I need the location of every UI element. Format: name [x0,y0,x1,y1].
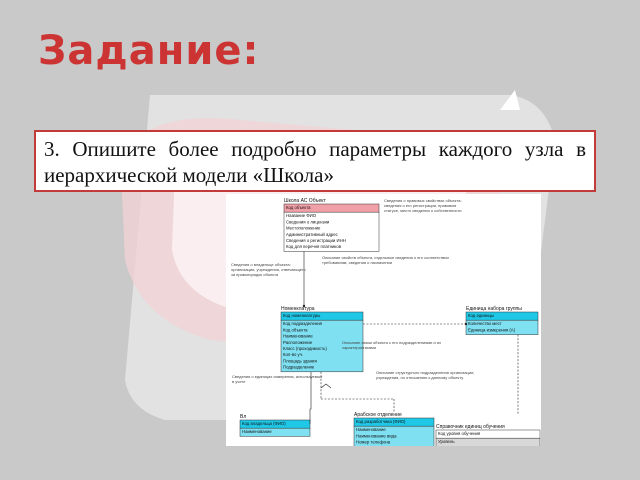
entity-attr-nomenclature: Класс (проходимость) [283,346,327,351]
slide-title: Задание: [38,28,260,74]
entity-key-unitsub: Код единицы [468,313,494,318]
diagram-note-0: статусе, место сведения о собственности [384,208,462,213]
entity-attr-school: Административный адрес [286,232,339,237]
diagram-note-0: сведения о его регистрации, правовом [384,203,456,208]
entity-title-unitsub: Единица набора группы [466,306,522,312]
diagram-note-1: за правопорядок объекта [231,272,279,277]
diagram-note-1: организации, учреждения, отвечающего [231,267,306,272]
entity-key-school: Код объекта [286,205,311,210]
diagram-note-3: характеристиками [342,345,376,350]
diagram-note-0: Сведения о правовых свойствах объекта: [384,198,462,203]
diagram-note-4: Сведения о единицах измерения, используе… [232,374,322,379]
entity-attr-box [239,427,311,437]
task-text: 3. Опишите более подробно параметры кажд… [34,130,596,192]
relation-marker [320,383,332,389]
entity-attr-owner: Наименование [242,429,272,434]
entity-attr-nomenclature: Код подразделения [283,321,323,326]
entity-attr-school: Местоположение [286,226,321,231]
entity-attr-nomenclature: Подразделение [283,365,315,370]
entity-key-reference: Код уровня обучения [438,431,481,436]
entity-attr-box [435,437,541,446]
entity-attr-unitsub: Количество мест [468,321,502,326]
entity-attr-school: Сведения о лицензии [286,219,330,224]
entity-attr-school: Название ФИО [286,213,317,218]
entity-attr-box [280,319,364,373]
entity-attr-nomenclature: Площадь здания [283,358,317,363]
entity-attr-workshop: Наименование вида [356,433,397,438]
entity-title-nomenclature: Номенклатура [281,306,315,312]
diagram-note-5: Описание структурного подразделения орга… [376,370,474,375]
diagram-note-3: Описание связи объекта с его подразделен… [342,340,441,345]
entity-attr-box [283,211,380,252]
entity-title-reference: Справочник единиц обучения [436,424,505,430]
diagram-note-2: требованиям, сведения о назначении [322,260,392,265]
entity-attr-workshop: Номер телефона [356,440,391,445]
diagram-note-1: Сведения о владельце объекта: [231,262,291,267]
entity-attr-box [353,425,435,446]
entity-attr-nomenclature: Расположение [283,340,313,345]
entity-key-nomenclature: Код номенклатуры [283,313,320,318]
entity-attr-nomenclature: Код объекта [283,327,308,332]
diagram-note-2: Описание свойств объекта, отдельные свед… [322,255,449,260]
diagram-note-4: в учете [232,379,246,384]
entity-attr-workshop: Наименование [356,427,386,432]
relation-end [302,304,306,308]
relation-line [309,371,312,424]
entity-title-school: Школа АС Объект [284,198,327,204]
entity-attr-school: Сведения о регистрации ИНН [286,238,346,243]
entity-attr-unitsub: Единица измерения (А) [468,327,516,332]
entity-attr-nomenclature: Кол-во уч. [283,352,303,357]
relation-end [464,322,468,326]
entity-title-owner: Вл [240,414,246,420]
entity-attr-nomenclature: Наименование [283,334,313,339]
entity-attr-school: Код для перечня платников [286,244,342,249]
entity-attr-box [465,319,539,335]
entity-key-owner: Код владельца (ФИО) [242,421,286,426]
diagram-note-5: учреждения, по отношению к данному объек… [376,375,463,380]
entity-title-workshop: Арабское отделение [354,412,402,418]
entity-attr-reference: Уровень [438,439,455,444]
entity-key-workshop: Код разработчика (ФИО) [356,419,406,424]
